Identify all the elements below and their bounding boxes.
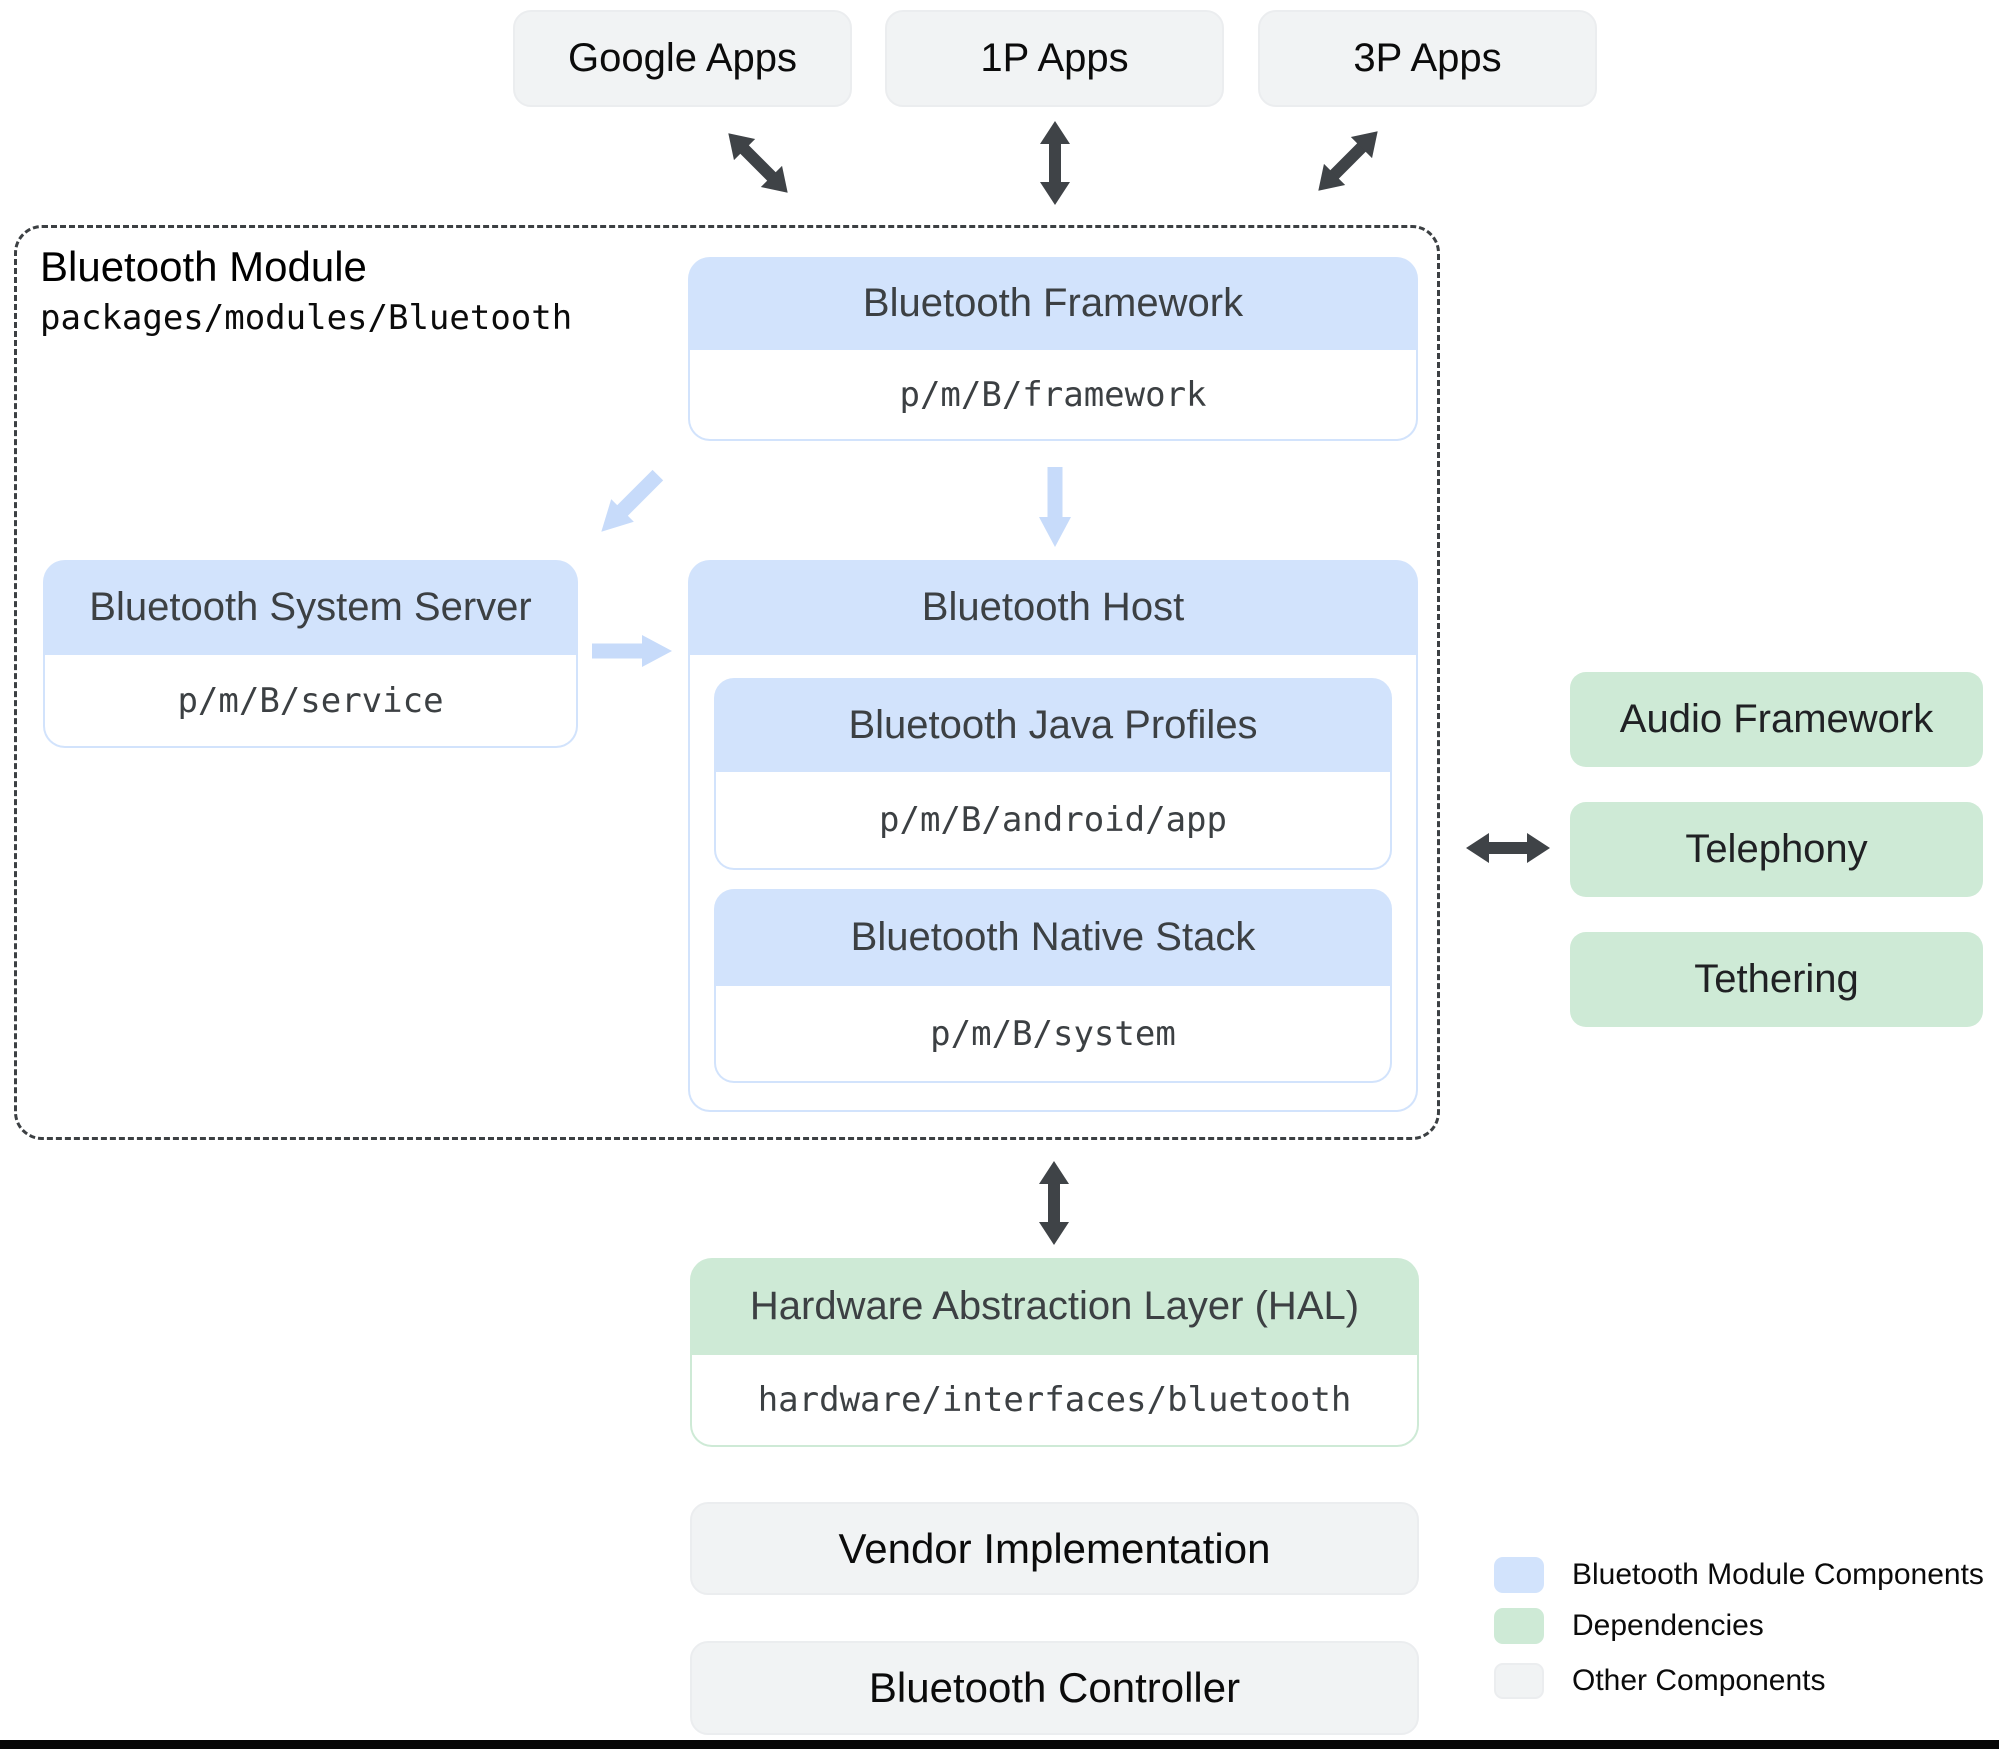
- bluetooth-module-title: Bluetooth Module: [40, 243, 367, 290]
- bluetooth-framework-box: Bluetooth Framework p/m/B/framework: [688, 257, 1418, 441]
- first-party-apps-label: 1P Apps: [980, 36, 1129, 80]
- legend-row-module-components: Bluetooth Module Components: [1494, 1551, 1984, 1599]
- tethering-label: Tethering: [1694, 957, 1859, 1001]
- google-apps-label: Google Apps: [567, 36, 798, 80]
- google-apps-box: Google Apps: [513, 10, 852, 107]
- bluetooth-java-profiles-path: p/m/B/android/app: [714, 772, 1392, 870]
- tethering-box: Tethering: [1570, 932, 1983, 1027]
- vendor-implementation-box: Vendor Implementation: [690, 1502, 1419, 1595]
- third-party-apps-label: 3P Apps: [1353, 36, 1502, 80]
- hal-path: hardware/interfaces/bluetooth: [690, 1355, 1419, 1447]
- legend-swatch-blue-icon: [1494, 1557, 1544, 1593]
- legend-label-dependencies: Dependencies: [1572, 1609, 1764, 1642]
- first-party-apps-box: 1P Apps: [885, 10, 1224, 107]
- legend-label-other-components: Other Components: [1572, 1664, 1826, 1697]
- third-party-apps-box: 3P Apps: [1258, 10, 1597, 107]
- module-hal-bidirectional-arrow-icon: [1037, 1161, 1071, 1245]
- bluetooth-native-stack-path: p/m/B/system: [714, 986, 1392, 1083]
- bluetooth-system-server-header: Bluetooth System Server: [43, 560, 578, 655]
- system-server-to-host-arrow-icon: [588, 633, 672, 669]
- bluetooth-java-profiles-header: Bluetooth Java Profiles: [714, 678, 1392, 772]
- bluetooth-system-server-path: p/m/B/service: [43, 655, 578, 748]
- bluetooth-module-path: packages/modules/Bluetooth: [40, 298, 573, 338]
- bluetooth-native-stack-header: Bluetooth Native Stack: [714, 889, 1392, 986]
- bluetooth-framework-path: p/m/B/framework: [688, 350, 1418, 441]
- bluetooth-java-profiles-box: Bluetooth Java Profiles p/m/B/android/ap…: [714, 678, 1392, 870]
- hal-box: Hardware Abstraction Layer (HAL) hardwar…: [690, 1258, 1419, 1447]
- google-apps-bidirectional-arrow-icon: [716, 121, 799, 204]
- host-dependencies-bidirectional-arrow-icon: [1466, 831, 1550, 865]
- legend-swatch-green-icon: [1494, 1608, 1544, 1644]
- telephony-label: Telephony: [1685, 827, 1868, 871]
- legend-row-other-components: Other Components: [1494, 1657, 1825, 1705]
- audio-framework-box: Audio Framework: [1570, 672, 1983, 767]
- hal-header: Hardware Abstraction Layer (HAL): [690, 1258, 1419, 1355]
- bluetooth-module-container: [14, 225, 1440, 1140]
- bluetooth-host-header: Bluetooth Host: [688, 560, 1418, 655]
- telephony-box: Telephony: [1570, 802, 1983, 897]
- vendor-implementation-label: Vendor Implementation: [838, 1524, 1271, 1572]
- first-party-apps-bidirectional-arrow-icon: [1038, 121, 1072, 205]
- legend-swatch-gray-icon: [1494, 1663, 1544, 1699]
- bluetooth-native-stack-box: Bluetooth Native Stack p/m/B/system: [714, 889, 1392, 1083]
- bottom-edge-bar: [0, 1740, 1999, 1749]
- bluetooth-framework-header: Bluetooth Framework: [688, 257, 1418, 350]
- framework-to-system-server-arrow-icon: [589, 460, 674, 545]
- legend-label-module-components: Bluetooth Module Components: [1572, 1558, 1984, 1591]
- audio-framework-label: Audio Framework: [1619, 697, 1934, 741]
- third-party-apps-bidirectional-arrow-icon: [1306, 119, 1389, 202]
- framework-to-host-arrow-icon: [1037, 463, 1073, 547]
- bluetooth-controller-label: Bluetooth Controller: [868, 1664, 1241, 1711]
- bluetooth-host-box: Bluetooth Host Bluetooth Java Profiles p…: [688, 560, 1418, 1112]
- bluetooth-system-server-box: Bluetooth System Server p/m/B/service: [43, 560, 578, 748]
- bluetooth-controller-box: Bluetooth Controller: [690, 1641, 1419, 1735]
- legend-row-dependencies: Dependencies: [1494, 1602, 1764, 1650]
